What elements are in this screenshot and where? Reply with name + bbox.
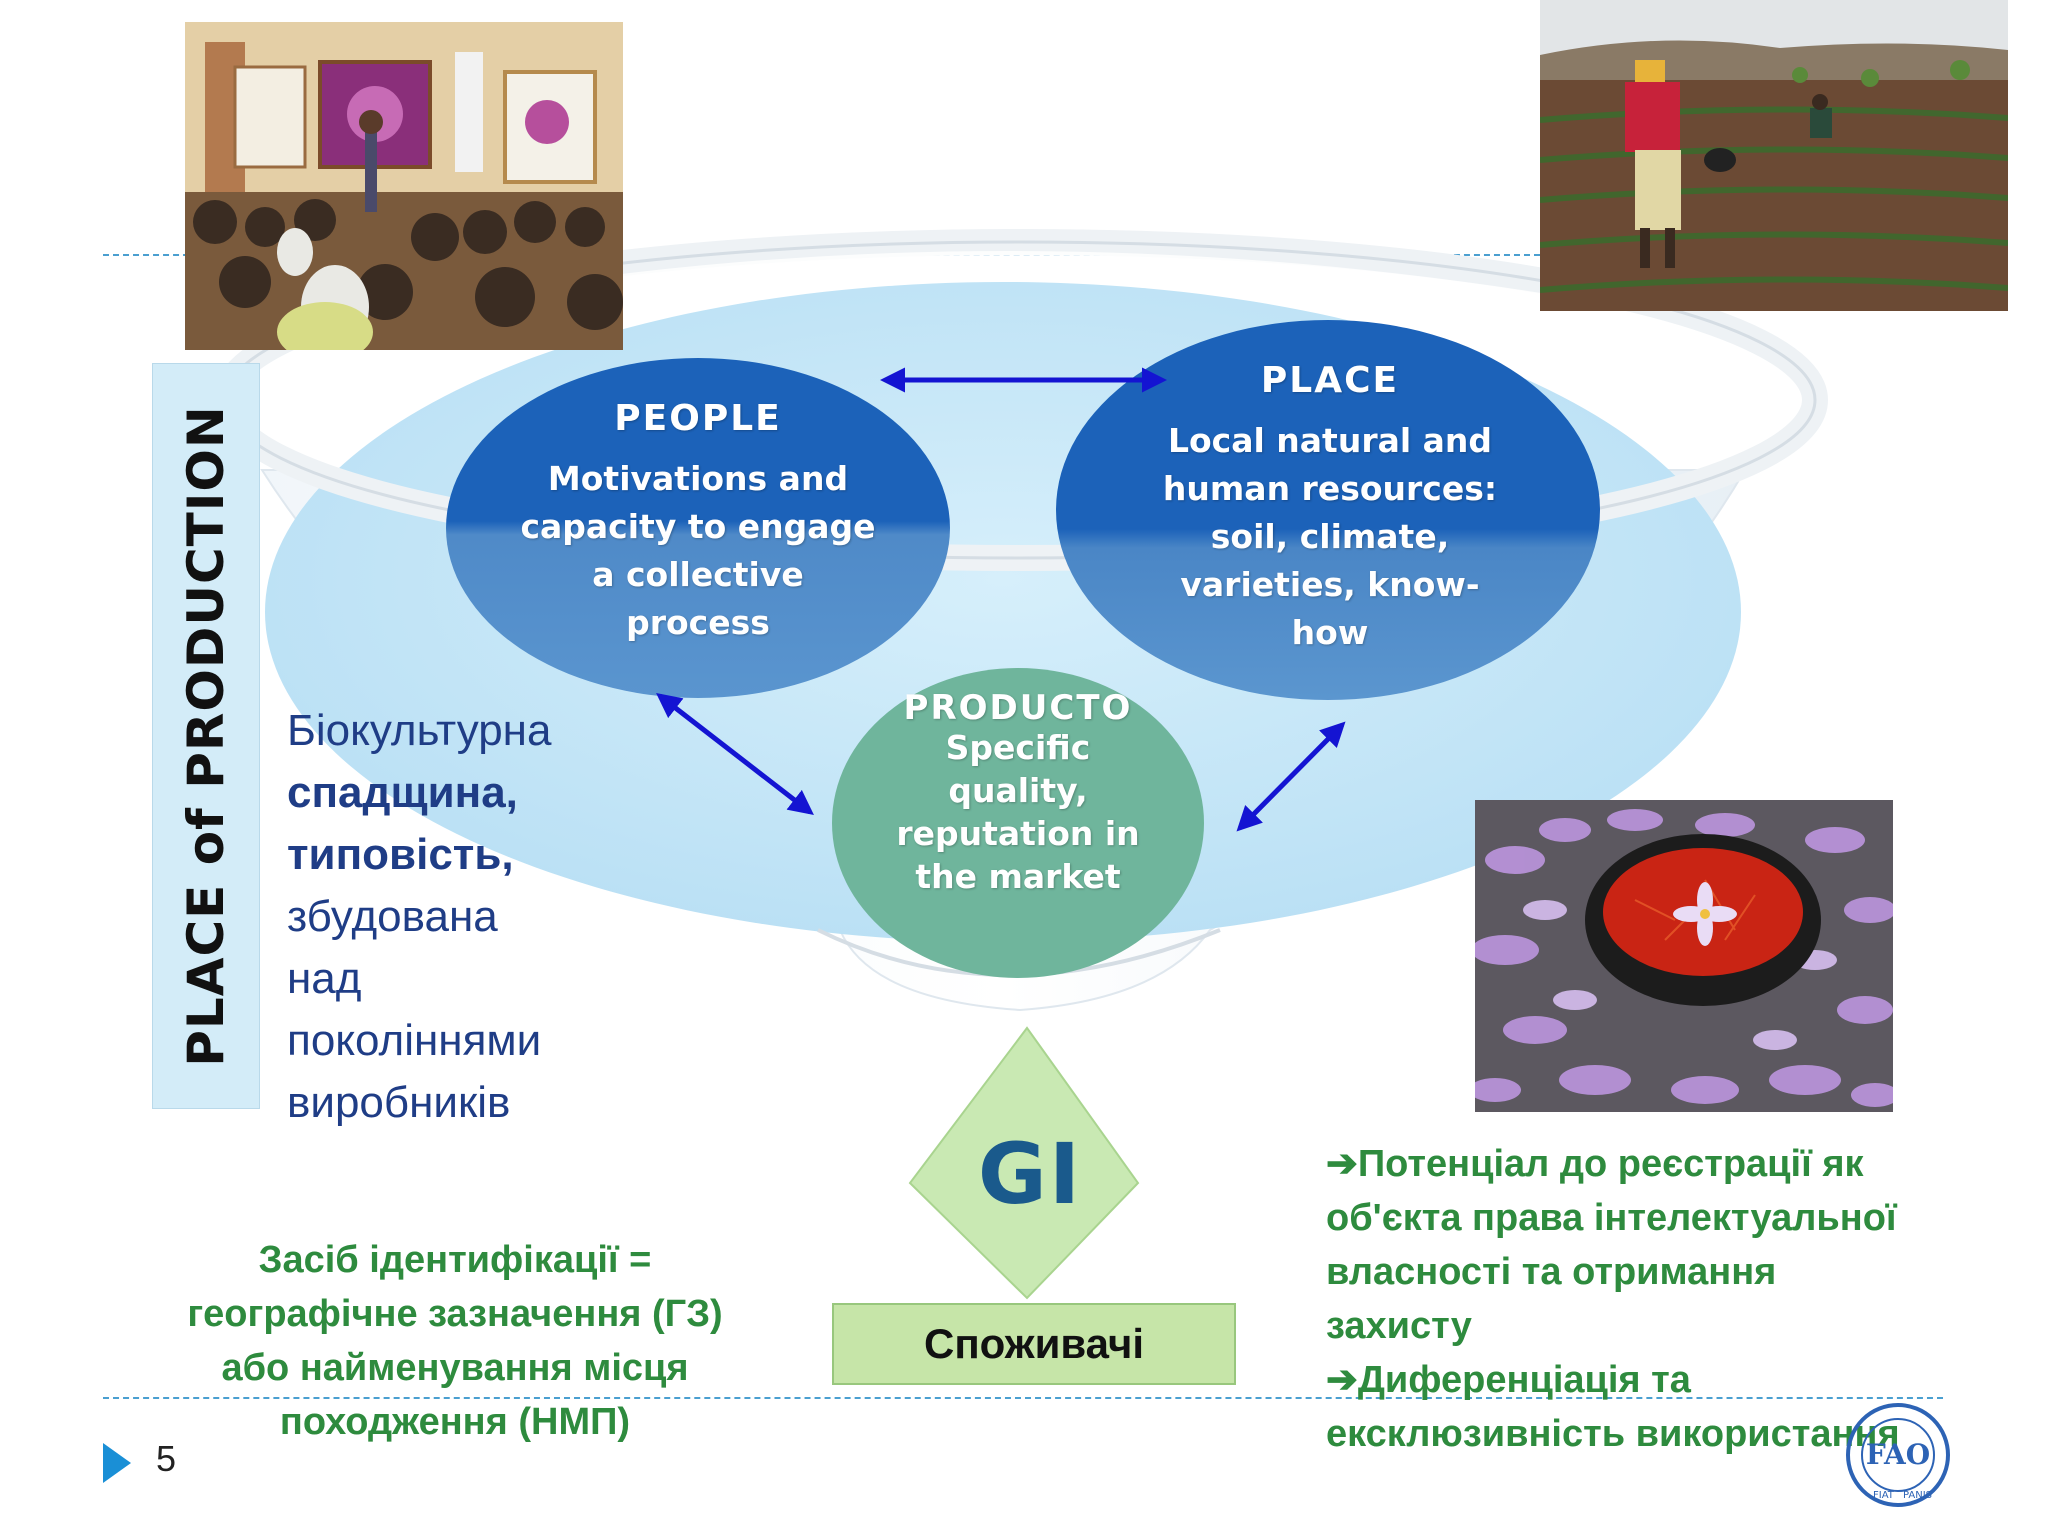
identification-line: географічне зазначення (ГЗ): [187, 1293, 723, 1335]
heritage-line: типовість,: [287, 830, 514, 879]
place-line: Local natural and: [1167, 421, 1493, 460]
product-line: Specific: [945, 728, 1091, 767]
potential-line: власності та отримання: [1326, 1251, 1777, 1293]
potential-line-text: Диференціація та: [1357, 1359, 1691, 1401]
gi-diamond: [908, 1026, 1140, 1300]
place-of-production-label: PLACE of PRODUCTION: [152, 363, 260, 1109]
consumers-box: Споживачі: [832, 1303, 1236, 1385]
heritage-text: Біокультурна спадщина, типовість, збудов…: [287, 700, 627, 1134]
fao-logo-icon: FAO FIAT PANIS: [1846, 1403, 1950, 1507]
potential-text: ➔Потенціал до реєстрації як об'єкта прав…: [1326, 1137, 2046, 1461]
identification-text: Засіб ідентифікації = географічне зазнач…: [115, 1233, 795, 1449]
people-product-arrow: [656, 692, 814, 816]
heritage-line: збудована: [287, 892, 498, 941]
place-circle: [1056, 320, 1600, 700]
potential-line: ➔Потенціал до реєстрації як: [1326, 1137, 2046, 1191]
svg-text:FIAT: FIAT: [1873, 1490, 1895, 1501]
saffron-photo: [1475, 800, 1893, 1112]
identification-line: походження (НМП): [279, 1401, 631, 1443]
people-title: PEOPLE: [614, 398, 782, 439]
field-workers-photo: [1540, 0, 2008, 311]
gi-label: GI: [977, 1125, 1083, 1223]
potential-line: захисту: [1326, 1305, 1472, 1347]
people-line: a collective: [592, 555, 804, 594]
identification-line: або найменування місця: [221, 1347, 689, 1389]
place-line: how: [1291, 613, 1369, 652]
place-line: varieties, know-: [1180, 565, 1480, 604]
bottom-dashed-line: [103, 1397, 1943, 1399]
potential-line: ексклюзивність використання: [1326, 1413, 1900, 1455]
consumers-label: Споживачі: [923, 1320, 1145, 1367]
heritage-line: поколіннями: [287, 1016, 542, 1065]
product-circle: [832, 668, 1204, 978]
side-label-text: PLACE of PRODUCTION: [177, 405, 235, 1067]
place-line: human resources:: [1162, 469, 1498, 508]
potential-line: об'єкта права інтелектуальної: [1326, 1197, 1897, 1239]
people-line: Motivations and: [547, 459, 849, 498]
people-line: process: [626, 603, 770, 642]
heritage-line: над: [287, 954, 362, 1003]
triangle-icon: [103, 1443, 131, 1483]
right-arrow-icon: ➔: [1326, 1143, 1358, 1185]
place-text: PLACE Local natural and human resources:…: [1100, 360, 1560, 657]
svg-text:PANIS: PANIS: [1903, 1490, 1932, 1501]
people-circle: [446, 358, 950, 698]
place-product-arrow: [1236, 721, 1346, 832]
product-text: PRODUCTO Specific quality, reputation in…: [858, 690, 1178, 898]
identification-line: Засіб ідентифікації =: [258, 1239, 652, 1281]
meeting-photo: [185, 22, 623, 350]
potential-line-text: Потенціал до реєстрації як: [1357, 1143, 1864, 1185]
product-line: quality,: [948, 771, 1088, 810]
heritage-line: Біокультурна: [287, 706, 552, 755]
heritage-line: спадщина,: [287, 768, 518, 817]
place-line: soil, climate,: [1210, 517, 1450, 556]
product-line: the market: [915, 857, 1121, 896]
right-arrow-icon: ➔: [1326, 1359, 1358, 1401]
place-title: PLACE: [1260, 360, 1400, 401]
product-line: reputation in: [896, 814, 1140, 853]
people-line: capacity to engage: [520, 507, 876, 546]
svg-text:FAO: FAO: [1866, 1438, 1930, 1471]
product-title: PRODUCTO: [903, 688, 1133, 728]
potential-line: ➔Диференціація та: [1326, 1353, 2046, 1407]
people-text: PEOPLE Motivations and capacity to engag…: [473, 398, 923, 647]
heritage-line: виробників: [287, 1078, 511, 1127]
slide-number: 5: [156, 1438, 177, 1479]
